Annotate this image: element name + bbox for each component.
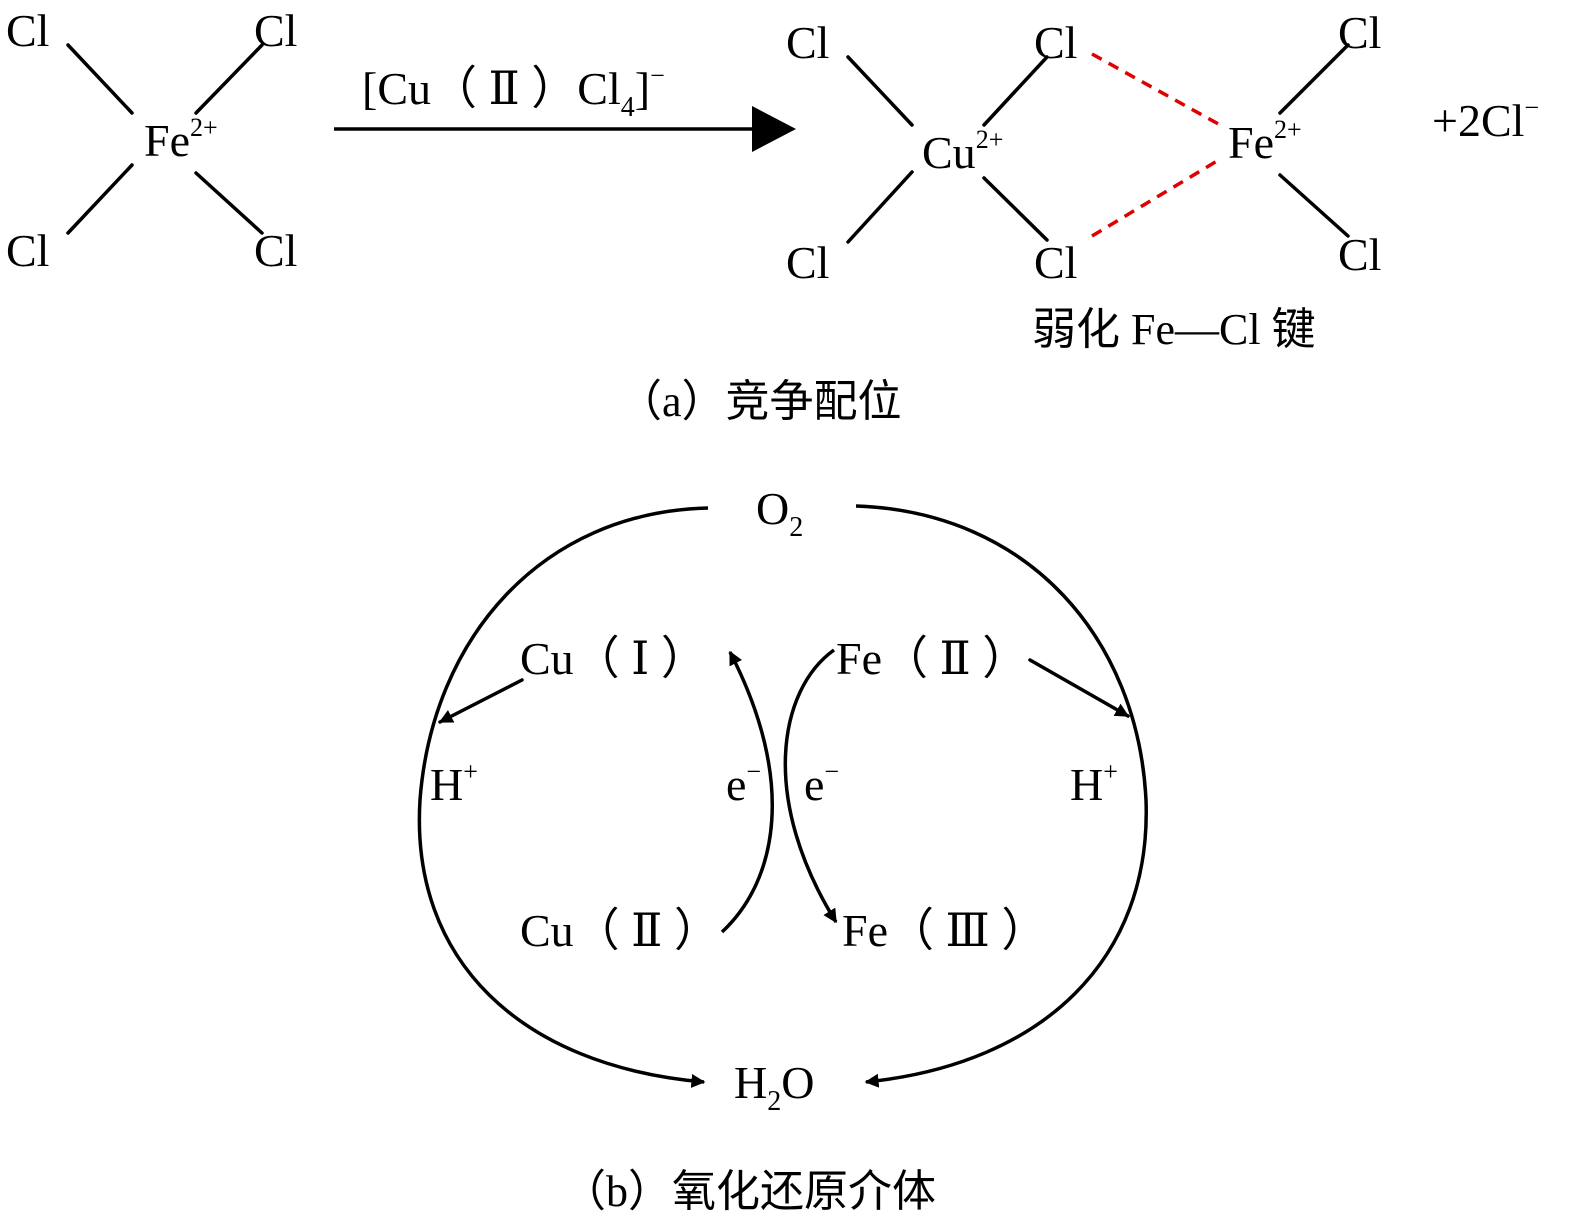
reaction-arrow: [Cu（ Ⅱ ）Cl4]− — [334, 61, 796, 152]
bond-fe-cl-bl — [66, 163, 134, 235]
bond-fe-cl-tr — [1278, 43, 1350, 115]
cu1-label: Cu（ Ⅰ ） — [520, 633, 707, 684]
cl-atom: Cl — [254, 5, 297, 56]
outer-arc-left — [417, 506, 709, 1088]
bond-cu-cl-br — [982, 176, 1049, 242]
cl-atom: Cl — [6, 225, 49, 276]
panel-a-caption: （a）竞争配位 — [618, 377, 902, 426]
bond-fe-cl-tl — [66, 43, 134, 115]
electron-right-label: e− — [804, 757, 839, 810]
bond-fe-cl-br — [194, 171, 264, 235]
weakened-bond-annotation: 弱化 Fe—Cl 键 — [1032, 305, 1316, 354]
cl-atom: Cl — [1034, 237, 1077, 288]
proton-left-label: H+ — [430, 757, 478, 810]
fe-center: Fe2+ — [144, 113, 218, 166]
cl-atom: Cl — [254, 225, 297, 276]
arrow-cu1-to-h — [438, 678, 524, 724]
cu-center: Cu2+ — [922, 125, 1003, 178]
water-label: H2O — [734, 1057, 814, 1117]
cl-atom: Cl — [1338, 229, 1381, 280]
bond-cu-cl-tl — [846, 55, 914, 127]
reagent-label: [Cu（ Ⅱ ）Cl4]− — [362, 61, 665, 123]
electron-left-label: e− — [726, 757, 761, 810]
chloride-byproduct: +2Cl− — [1432, 93, 1539, 146]
proton-right-label: H+ — [1070, 757, 1118, 810]
outer-arc-right — [855, 504, 1148, 1088]
cu2-label: Cu（ Ⅱ ） — [520, 905, 720, 956]
oxygen-label: O2 — [756, 483, 803, 543]
bond-cu-cl-bl — [846, 170, 914, 244]
cl-atom: Cl — [786, 17, 829, 68]
bond-cu-cl-tr — [982, 55, 1049, 127]
weak-bond-fe-cl-top — [1091, 52, 1223, 128]
electron-arc-cu — [720, 650, 775, 934]
fe3-label: Fe（ Ⅲ ） — [842, 905, 1047, 956]
fecl4-reactant: Cl Cl Cl Cl Fe2+ — [6, 5, 297, 276]
panel-b: O2 H2O H+ H+ Cu（ Ⅰ ） Fe（ Ⅱ ） Cu（ Ⅱ ） Fe（… — [417, 483, 1148, 1216]
fe2-label: Fe（ Ⅱ ） — [836, 633, 1028, 684]
cl-atom: Cl — [1034, 17, 1077, 68]
electron-arc-fe — [783, 648, 838, 924]
weak-bond-fe-cl-bottom — [1091, 156, 1223, 238]
cl-atom: Cl — [786, 237, 829, 288]
cu-fe-bridged-product: Cl Cl Cl Cl Cl Cl Cu2+ Fe2+ +2Cl− — [786, 7, 1539, 288]
arrow-fe2-to-h — [1028, 658, 1130, 718]
panel-b-caption: （b）氧化还原介体 — [562, 1167, 936, 1216]
bond-fe-cl-tr — [194, 43, 264, 115]
cl-atom: Cl — [1338, 7, 1381, 58]
fe-center: Fe2+ — [1228, 115, 1302, 168]
panel-a: Cl Cl Cl Cl Fe2+ [Cu（ Ⅱ ）Cl4]− Cl Cl Cl … — [6, 5, 1539, 426]
cl-atom: Cl — [6, 5, 49, 56]
bond-fe-cl-br — [1278, 173, 1350, 238]
